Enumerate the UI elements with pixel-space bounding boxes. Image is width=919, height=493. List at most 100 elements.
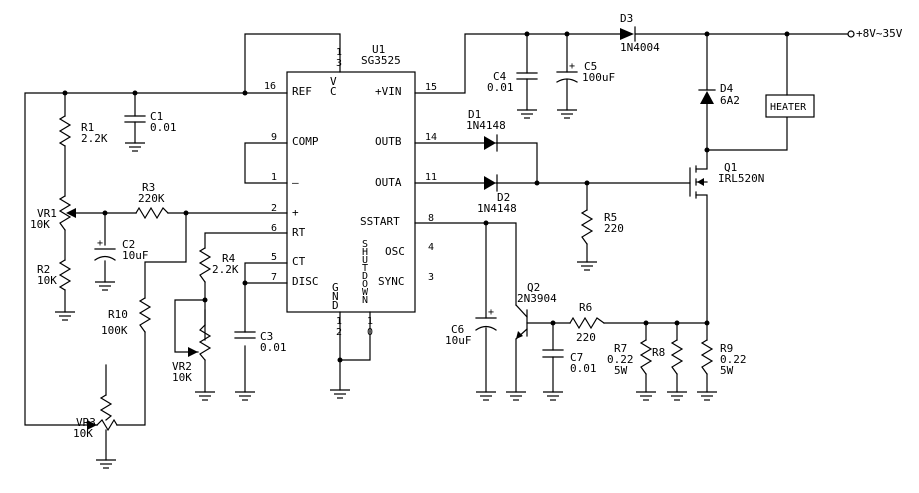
r8-ground-icon [666,391,688,401]
d2-diode [484,174,498,192]
pin-11-number: 11 [425,172,437,183]
c5-name: C5 [584,60,597,73]
c6-capacitor [475,317,497,331]
c5-ground-icon [556,109,578,119]
q2-arrow [516,331,523,339]
r1-value: 2.2K [81,132,108,145]
ic-part-label: SG3525 [361,54,401,67]
vr1-value: 10K [30,218,50,231]
c4-ground-icon [516,109,538,119]
c3-ground-icon [234,391,256,401]
pin-osc-label: OSC [385,245,405,258]
vr3-value: 10K [73,427,93,440]
r7-resistor [639,339,653,375]
r7-power: 5W [614,364,628,377]
q1-value: IRL520N [718,172,764,185]
gnd-label-n: N [332,290,339,303]
r10-value: 100K [101,324,128,337]
pin-14-number: 14 [425,132,437,143]
pin-5-number: 5 [271,252,277,263]
r6-value: 220 [576,331,596,344]
d3-value: 1N4004 [620,41,660,54]
sd-label-7: N [362,295,368,306]
vr2-wiper-arrow [188,347,198,357]
r9-power: 5W [720,364,734,377]
r9-value: 0.22 [720,353,747,366]
q1-name: Q1 [724,161,737,174]
vr3-ground-icon [95,459,117,469]
r6-resistor [569,316,605,330]
r4-name: R4 [222,252,236,265]
r5-value: 220 [604,222,624,235]
r2-value: 10K [37,274,57,287]
c2-plus: + [97,238,103,249]
pin-sstart-label: SSTART [360,215,400,228]
r7-name: R7 [614,342,627,355]
c1-capacitor [124,92,146,144]
pin-vc-a-number: 1 [336,47,342,58]
r10-name: R10 [108,308,128,321]
vr1-potentiometer [58,195,72,261]
r5-ground-icon [576,261,598,271]
vr3-potentiometer [96,364,118,461]
c7-ground-icon [542,391,564,401]
r5-name: R5 [604,211,617,224]
sd-label-1: H [362,247,368,258]
supply-terminal [847,30,855,38]
pin-sync-label: SYNC [378,275,405,288]
sd-label-0: S [362,239,368,250]
c4-capacitor [516,72,538,80]
r3-name: R3 [142,181,155,194]
r1-resistor [58,92,72,197]
pin-7-number: 7 [271,272,277,283]
sd-label-5: O [362,279,368,290]
c4-name: C4 [493,70,507,83]
heater-label: HEATER [770,102,807,113]
vr1-name: VR1 [37,207,57,220]
d4-name: D4 [720,82,734,95]
vr3-name: VR3 [76,416,96,429]
q1-arrow [697,178,704,186]
pin-4-number: 4 [428,242,434,253]
pin-vc-label-v: V [330,75,337,88]
pin-ct-label: CT [292,255,306,268]
c6-ground-icon [475,391,497,401]
vr2-potentiometer [198,309,212,361]
pin-6-number: 6 [271,223,277,234]
q2-ground-icon [505,391,527,401]
c5-value: 100uF [582,71,615,84]
pin-noninv-label: + [292,206,299,219]
c1-value: 0.01 [150,121,177,134]
c6-plus: + [488,307,494,318]
gnd-label-g: G [332,281,339,294]
pin-15-number: 15 [425,82,437,93]
r2-ground-icon [54,311,76,321]
wires [24,33,849,426]
sd-label-2: U [362,255,368,266]
q2-value: 2N3904 [517,292,557,305]
c1-name: C1 [150,110,163,123]
heater-box [765,94,815,118]
r4-resistor [198,247,212,283]
c3-value: 0.01 [260,341,287,354]
pin-8-number: 8 [428,213,434,224]
r6-name: R6 [579,301,592,314]
vr3-wiper-arrow [87,420,97,430]
ic-ground-icon [329,389,351,399]
d1-value: 1N4148 [466,119,506,132]
gnd-label-d: D [332,299,339,312]
pin-2-number: 2 [271,203,277,214]
c5-capacitor [556,71,578,83]
pin-outb-label: OUTB [375,135,402,148]
r8-name: R8 [652,346,665,359]
c2-ground-icon [94,281,116,291]
sd-label-4: D [362,271,368,282]
c2-value: 10uF [122,249,149,262]
r5-resistor [580,209,594,245]
d2-name: D2 [497,191,510,204]
vr2-ground-icon [194,391,216,401]
c6-value: 10uF [445,334,472,347]
r9-ground-icon [696,391,718,401]
sd-label-6: W [362,287,369,298]
